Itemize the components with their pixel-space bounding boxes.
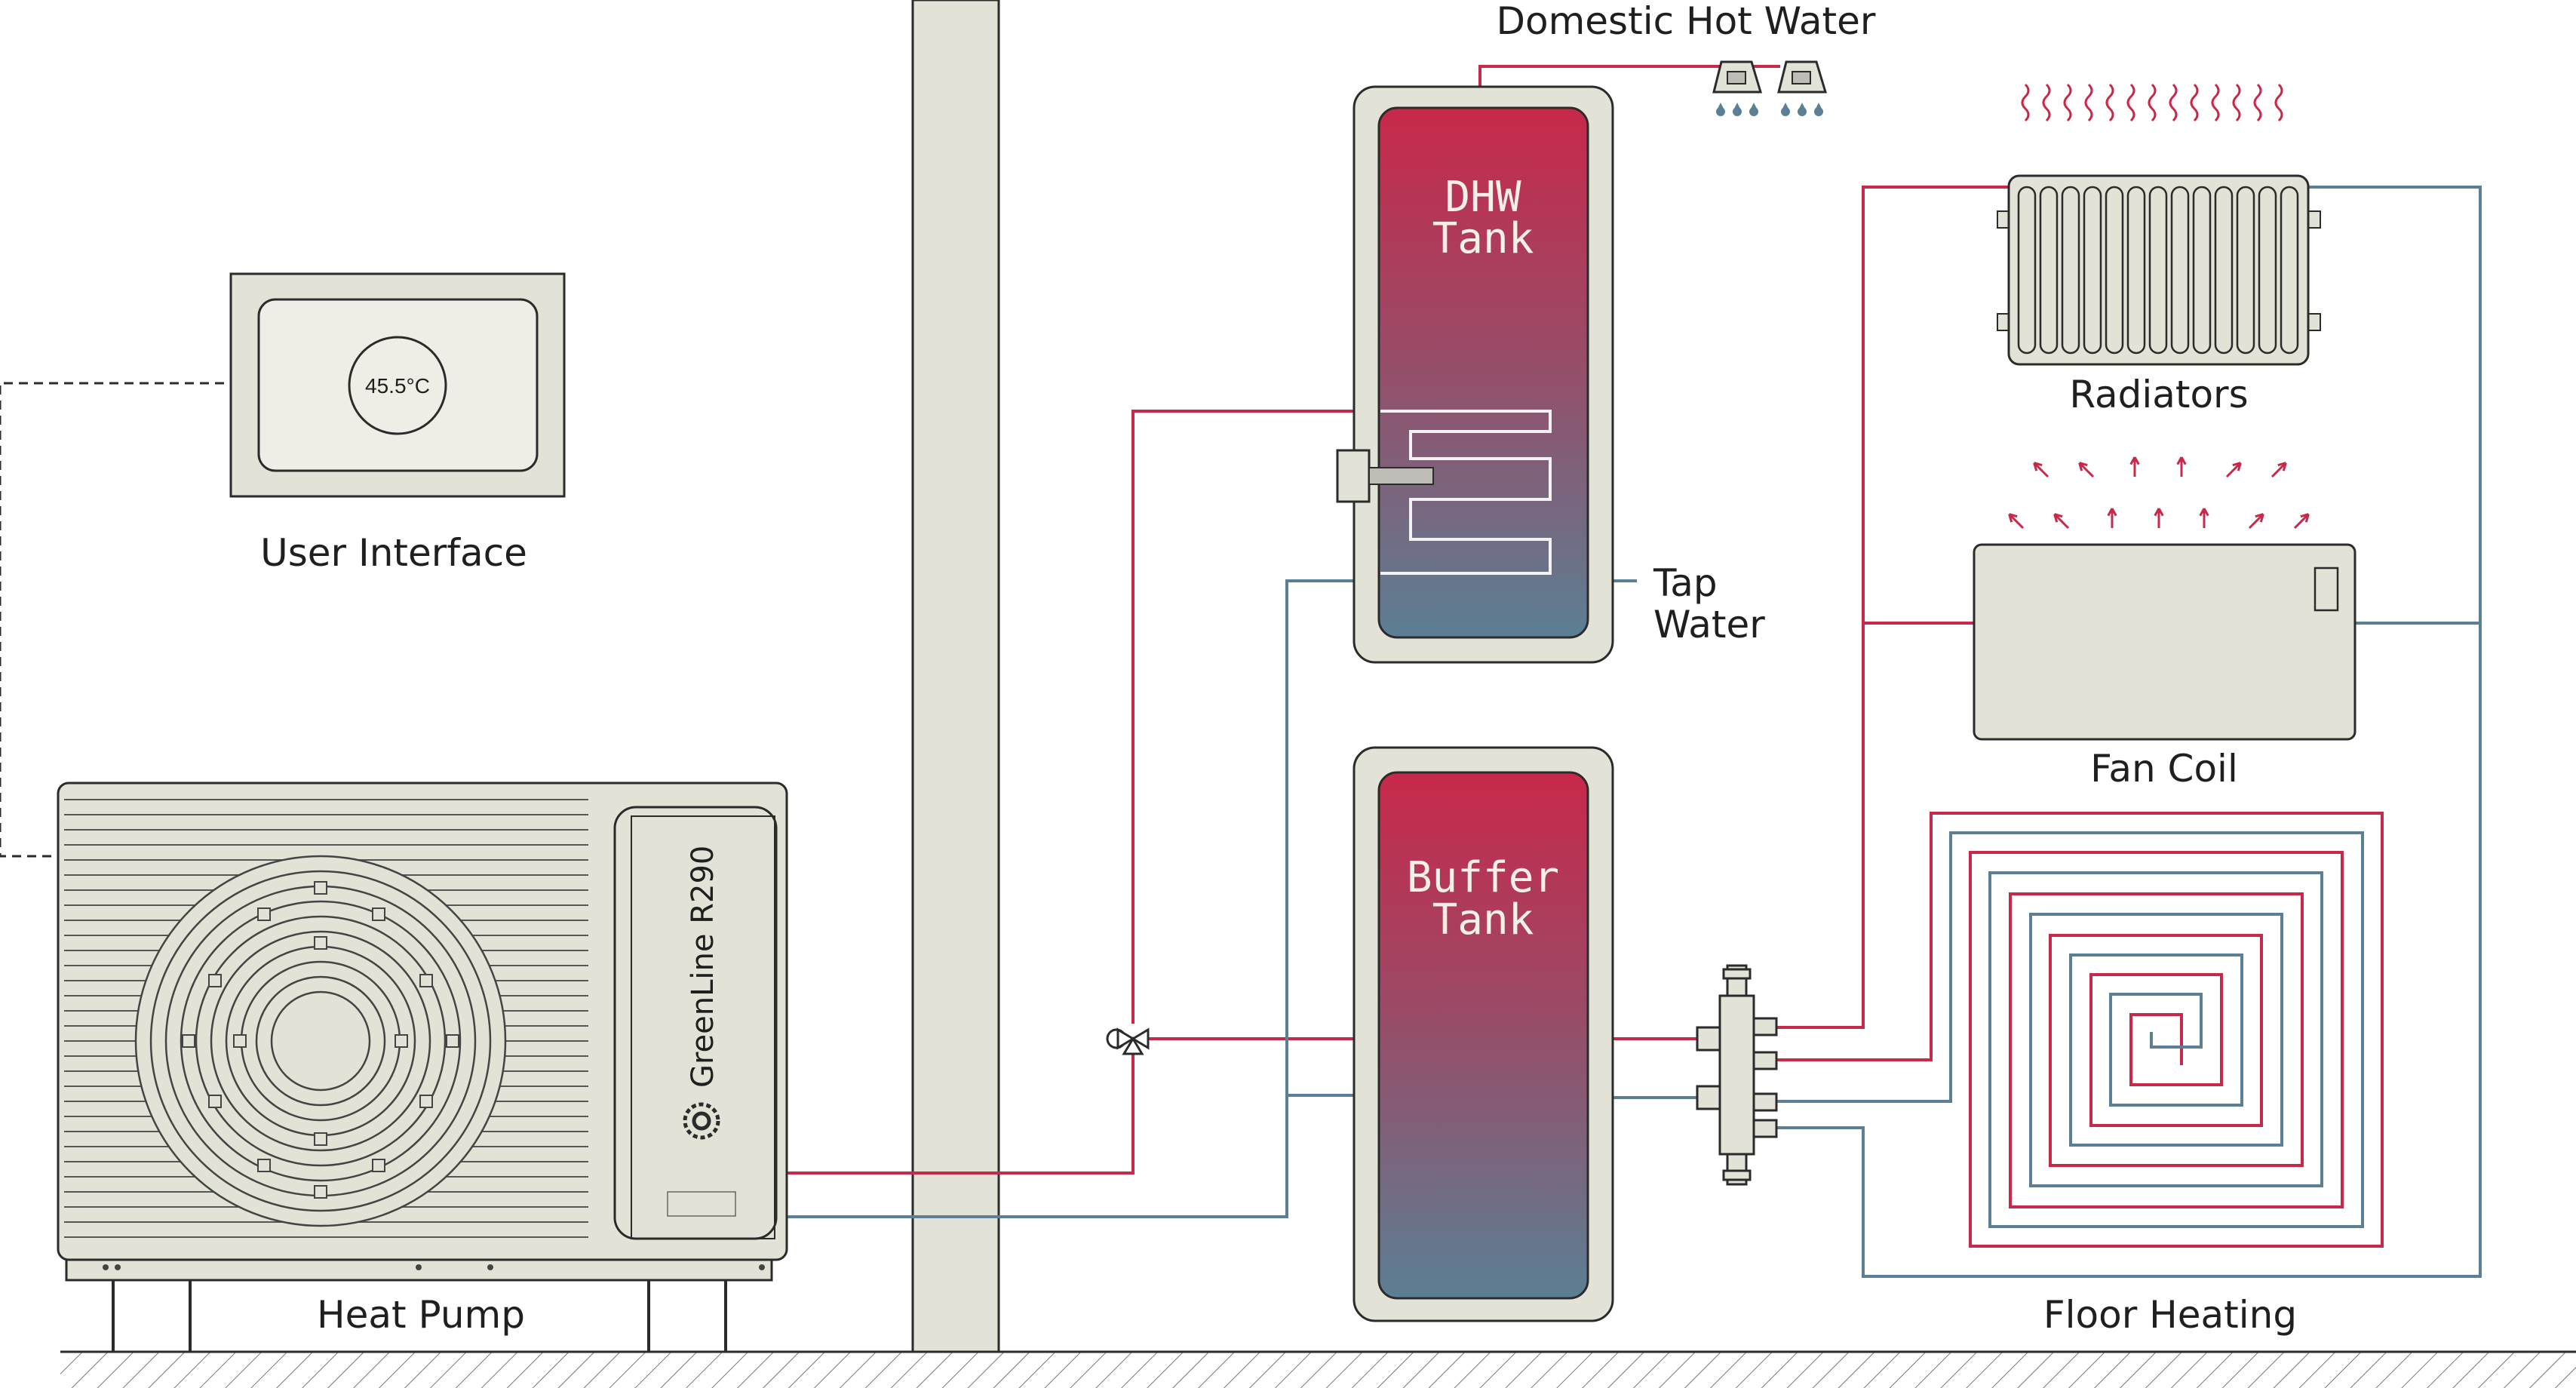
heat-pump-label: Heat Pump bbox=[317, 1293, 525, 1337]
brand-name: GreenLine R290 bbox=[686, 846, 720, 1088]
radiator-fin bbox=[2148, 186, 2168, 355]
mount-point bbox=[372, 907, 385, 921]
mount-point bbox=[395, 1034, 408, 1048]
radiator-fin bbox=[2105, 186, 2124, 355]
mount-point bbox=[314, 881, 327, 895]
control-cable bbox=[0, 382, 224, 858]
tap-water-label-line2: Water bbox=[1653, 603, 1765, 646]
heat-wave bbox=[2190, 83, 2199, 122]
radiator-fin bbox=[2017, 186, 2037, 355]
fan-mount-points bbox=[182, 881, 459, 1199]
heat-wave bbox=[2021, 83, 2030, 122]
mount-point bbox=[314, 1132, 327, 1146]
mount-point bbox=[314, 1185, 327, 1199]
dhw-tank-label-line1: DHW bbox=[1445, 173, 1521, 222]
air-arrow bbox=[2033, 462, 2049, 478]
mount-point bbox=[182, 1034, 195, 1048]
buffer-tank-label-line2: Tank bbox=[1432, 895, 1534, 944]
buffer-tank-label-line1: Buffer bbox=[1407, 853, 1559, 902]
heat-pump-unit: GreenLine R290 bbox=[57, 782, 788, 1352]
water-drop-icon bbox=[1716, 103, 1823, 116]
radiator-fin bbox=[2192, 186, 2212, 355]
user-interface-label: User Interface bbox=[260, 531, 527, 575]
fan-grille-icon bbox=[134, 855, 507, 1227]
buffer-tank bbox=[1352, 746, 1614, 1322]
mount-point bbox=[208, 974, 222, 987]
temperature-display bbox=[348, 336, 447, 435]
radiator-fin bbox=[2083, 186, 2102, 355]
mount-point bbox=[372, 1159, 385, 1172]
fan-coil-unit bbox=[1973, 543, 2356, 741]
air-arrow bbox=[2107, 508, 2117, 528]
heat-wave bbox=[2232, 83, 2241, 122]
heat-waves-icon bbox=[2021, 83, 2283, 122]
heat-wave bbox=[2211, 83, 2220, 122]
radiator-fin bbox=[2280, 186, 2299, 355]
air-arrow bbox=[2225, 462, 2242, 478]
brand-logo-icon bbox=[683, 1102, 720, 1140]
three-way-valve-icon bbox=[1106, 1027, 1150, 1055]
air-arrow bbox=[2271, 462, 2287, 478]
heat-wave bbox=[2105, 83, 2114, 122]
radiator-fin bbox=[2236, 186, 2255, 355]
ground bbox=[60, 1350, 2576, 1388]
rating-plate bbox=[667, 1191, 736, 1217]
mount-point bbox=[233, 1034, 247, 1048]
air-arrow bbox=[2008, 513, 2025, 530]
air-arrow bbox=[2154, 508, 2164, 528]
mount-point bbox=[257, 1159, 271, 1172]
radiator bbox=[1997, 174, 2321, 366]
pipes bbox=[787, 65, 2482, 1278]
air-arrow bbox=[2199, 508, 2209, 528]
mount-point bbox=[314, 936, 327, 950]
heat-wave bbox=[2169, 83, 2178, 122]
wall bbox=[911, 0, 1000, 1353]
heat-wave bbox=[2148, 83, 2157, 122]
heat-wave bbox=[2274, 83, 2283, 122]
display-temperature: 45.5°C bbox=[365, 374, 430, 398]
air-arrow bbox=[2078, 462, 2095, 478]
heat-wave bbox=[2063, 83, 2072, 122]
dhw-tank bbox=[1336, 85, 1614, 664]
mount-point bbox=[446, 1034, 459, 1048]
floor-heating-label: Floor Heating bbox=[2043, 1293, 2297, 1337]
mount-point bbox=[419, 1095, 433, 1108]
air-arrow bbox=[2129, 456, 2140, 477]
shower-heads bbox=[1712, 60, 1828, 94]
radiators-label: Radiators bbox=[2069, 373, 2248, 416]
radiator-fin bbox=[2258, 186, 2277, 355]
heat-wave bbox=[2084, 83, 2093, 122]
tap-water-label-line1: Tap bbox=[1653, 561, 1718, 605]
heat-exchanger-coil bbox=[1380, 410, 1552, 575]
air-arrow bbox=[2053, 513, 2070, 530]
air-arrow bbox=[2248, 513, 2264, 530]
air-arrow bbox=[2176, 456, 2187, 477]
mount-point bbox=[208, 1095, 222, 1108]
domestic-hot-water-label: Domestic Hot Water bbox=[1497, 0, 1876, 43]
distribution-manifold bbox=[1696, 964, 1778, 1186]
heat-wave bbox=[2042, 83, 2051, 122]
dhw-tank-label-line2: Tank bbox=[1432, 214, 1534, 263]
radiator-fin bbox=[2170, 186, 2190, 355]
heat-wave bbox=[2126, 83, 2135, 122]
radiator-fin bbox=[2039, 186, 2059, 355]
mount-point bbox=[419, 974, 433, 987]
mount-point bbox=[257, 907, 271, 921]
user-interface-panel: 45.5°C bbox=[229, 272, 566, 498]
fan-coil-label: Fan Coil bbox=[2090, 747, 2238, 791]
radiator-fin bbox=[2126, 186, 2146, 355]
heat-wave bbox=[2253, 83, 2262, 122]
radiator-fin bbox=[2214, 186, 2234, 355]
air-arrow bbox=[2293, 513, 2310, 530]
air-flow-arrows-icon bbox=[2008, 456, 2310, 530]
radiator-fin bbox=[2061, 186, 2080, 355]
